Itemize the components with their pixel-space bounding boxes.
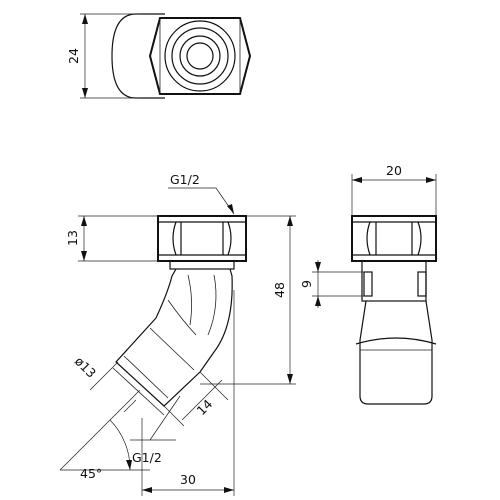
side-body (359, 300, 433, 405)
angle-slant-line (59, 389, 141, 471)
dim-label-14: 14 (194, 396, 216, 418)
thread-label-bottom: G1/2 (132, 450, 162, 465)
ext-line-diameter (123, 399, 137, 413)
side-neck-tab-left (363, 271, 373, 297)
ext-line-14-a (163, 405, 185, 427)
dim-label-diameter: ø13 (72, 354, 99, 381)
elbow-left-edge (155, 268, 177, 319)
ext-line-14-b (199, 371, 229, 401)
arrow-24-top (82, 14, 88, 24)
top-view-body (111, 13, 165, 99)
top-view-ring-outer (164, 20, 236, 92)
front-hex-nut (157, 215, 247, 262)
elbow-shade-2 (207, 274, 217, 336)
side-neck-tab-right (417, 271, 427, 297)
dim-label-13: 13 (65, 230, 80, 246)
front-view: G1/2 13 48 ø13 14 G1/2 45 (59, 172, 296, 496)
dim-label-9: 9 (299, 280, 314, 288)
elbow-right-edge (199, 268, 233, 373)
side-view: 20 9 (299, 163, 437, 405)
arrow-13-top (81, 216, 87, 226)
leader-thread-bottom (149, 395, 181, 441)
arrow-20-left (352, 177, 362, 183)
side-nut-facet-left (366, 221, 371, 256)
arrow-30-right (224, 487, 234, 493)
front-neck (169, 260, 235, 270)
leader-diameter (89, 361, 119, 391)
dim-label-angle: 45° (80, 466, 102, 481)
arrow-20-right (426, 177, 436, 183)
arrow-24-bottom (82, 88, 88, 98)
thread-label-top: G1/2 (170, 172, 200, 187)
side-nut-facet-right (417, 221, 422, 256)
nut-facet-right (227, 221, 232, 256)
dim-label-30: 30 (180, 472, 196, 487)
elbow-seam (167, 299, 197, 336)
arrow-9-bottom (315, 296, 321, 306)
top-view: 24 (66, 13, 252, 99)
top-view-bore (186, 42, 214, 70)
arrow-30-left (142, 487, 152, 493)
arrow-thread-top (227, 204, 234, 214)
side-hex-nut (351, 215, 437, 262)
arrow-9-top (315, 262, 321, 272)
outlet-thread-line-2 (149, 327, 195, 371)
arrow-48-top (287, 216, 293, 226)
top-view-ring-thread (171, 27, 229, 85)
side-body-shoulder (355, 337, 437, 345)
dim-label-20: 20 (386, 163, 402, 178)
arrow-48-bottom (287, 374, 293, 384)
arrow-13-bottom (81, 251, 87, 261)
outlet-thread (115, 317, 201, 407)
elbow-shade-1 (187, 274, 192, 326)
leader-thread-top (168, 187, 235, 215)
dim-line-14 (181, 379, 223, 421)
dim-label-24: 24 (66, 48, 81, 64)
nut-facet-left (172, 221, 177, 256)
outlet-thread-line-1 (123, 355, 169, 399)
dim-label-48: 48 (272, 282, 287, 298)
top-view-ring-inner (179, 35, 221, 77)
angle-arrow (126, 460, 132, 470)
